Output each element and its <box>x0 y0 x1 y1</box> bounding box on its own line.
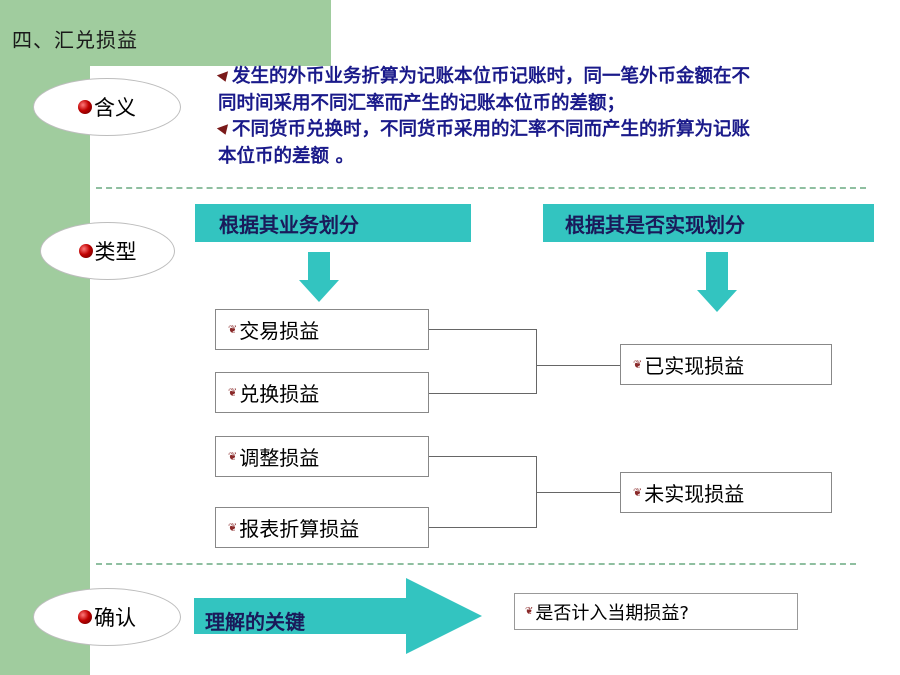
connector-line <box>429 393 536 394</box>
leaf-icon: ❦ <box>228 450 238 463</box>
item-adjust: ❦调整损益 <box>215 436 429 477</box>
connector-line <box>429 527 536 528</box>
down-arrow-shaft <box>706 252 728 292</box>
confirm-label-text: 确认 <box>94 606 136 630</box>
definition-line: 同时间采用不同汇率而产生的记账本位币的差额； <box>218 92 626 114</box>
leaf-icon: ❦ <box>633 358 643 371</box>
page-title: 四、汇兑损益 <box>12 28 138 52</box>
leaf-icon: ❦ <box>228 323 238 336</box>
key-arrow <box>194 578 482 654</box>
types-label-text: 类型 <box>94 240 137 264</box>
key-text: 理解的关键 <box>205 610 305 634</box>
item-text: 未实现损益 <box>644 482 745 506</box>
connector-line <box>536 329 537 394</box>
right-arrow-icon <box>194 578 482 654</box>
connector-line <box>536 492 620 493</box>
divider <box>96 187 866 189</box>
item-trade: ❦交易损益 <box>215 309 429 350</box>
item-statement: ❦报表折算损益 <box>215 507 429 548</box>
red-ball-icon <box>78 100 92 114</box>
types-label: 类型 <box>40 222 175 280</box>
item-text: 交易损益 <box>239 319 320 343</box>
item-text: 已实现损益 <box>644 354 745 378</box>
item-realized: ❦已实现损益 <box>620 344 832 385</box>
down-arrow-icon <box>299 280 339 302</box>
leaf-icon: ❦ <box>228 386 238 399</box>
item-exchange: ❦兑换损益 <box>215 372 429 413</box>
arrow-bullet-icon <box>216 123 232 137</box>
meaning-label-text: 含义 <box>94 96 136 120</box>
connector-line <box>429 329 536 330</box>
meaning-label: 含义 <box>33 78 181 136</box>
leaf-icon: ❦ <box>525 606 534 617</box>
divider <box>96 563 856 565</box>
definition-line: 不同货币兑换时，不同货币采用的汇率不同而产生的折算为记账 <box>232 119 751 140</box>
meaning-definition: 发生的外币业务折算为记账本位币记账时，同一笔外币金额在不 同时间采用不同汇率而产… <box>216 64 868 170</box>
red-ball-icon <box>78 610 92 624</box>
by-realization-header: 根据其是否实现划分 <box>543 204 874 242</box>
red-ball-icon <box>78 244 93 258</box>
by-business-header: 根据其业务划分 <box>195 204 471 242</box>
item-text: 兑换损益 <box>239 382 320 406</box>
by-realization-text: 根据其是否实现划分 <box>565 212 745 237</box>
item-unrealized: ❦未实现损益 <box>620 472 832 513</box>
confirm-question: ❦是否计入当期损益? <box>514 593 798 630</box>
question-text: 是否计入当期损益? <box>535 602 689 624</box>
connector-line <box>429 456 536 457</box>
connector-line <box>536 365 620 366</box>
item-text: 调整损益 <box>239 446 320 470</box>
confirm-label: 确认 <box>33 588 181 646</box>
item-text: 报表折算损益 <box>239 517 360 541</box>
definition-line: 发生的外币业务折算为记账本位币记账时，同一笔外币金额在不 <box>232 66 751 87</box>
leaf-icon: ❦ <box>633 486 643 499</box>
down-arrow-icon <box>697 290 737 312</box>
leaf-icon: ❦ <box>228 521 238 534</box>
arrow-bullet-icon <box>216 70 232 84</box>
down-arrow-shaft <box>308 252 330 282</box>
by-business-text: 根据其业务划分 <box>219 212 359 237</box>
left-strip <box>0 66 90 675</box>
definition-line: 本位币的差额 。 <box>218 145 354 167</box>
header-band <box>0 0 331 66</box>
